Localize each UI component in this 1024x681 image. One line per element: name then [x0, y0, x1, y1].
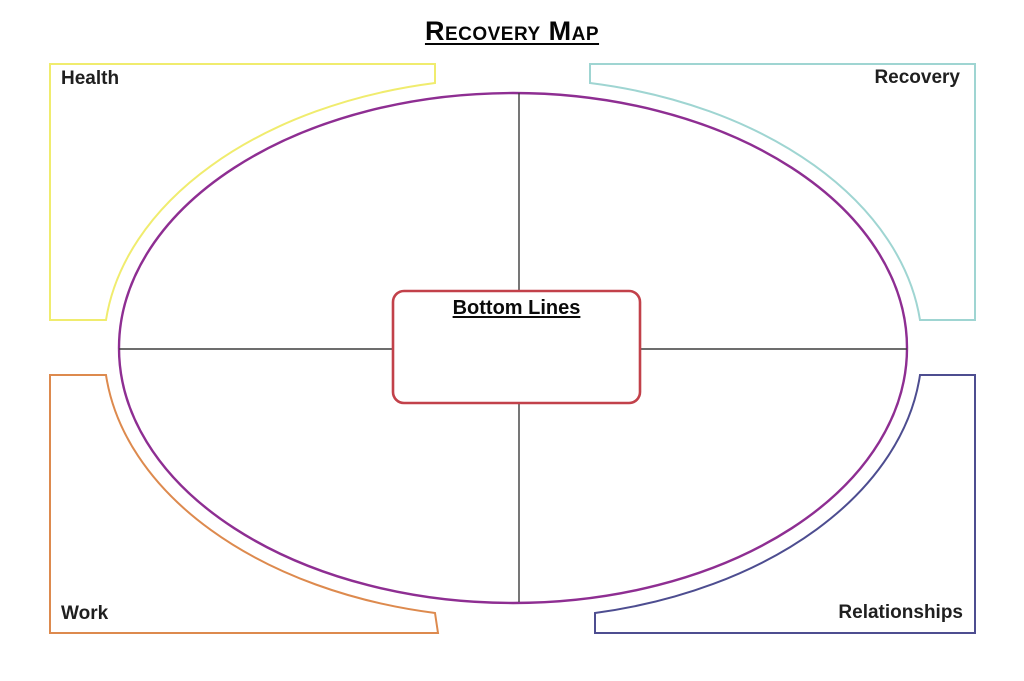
- recovery-label: Recovery: [874, 67, 960, 88]
- bottom-lines-box: [391, 289, 642, 405]
- health-region-outline: [49, 63, 436, 321]
- bottom-lines-label: Bottom Lines: [452, 297, 581, 319]
- map-ellipse: [117, 91, 909, 605]
- work-region-outline: [49, 374, 440, 634]
- page-title: Recovery Map: [424, 16, 600, 46]
- health-label: Health: [61, 68, 120, 89]
- recovery-region-outline: [589, 63, 976, 321]
- relationships-label: Relationships: [838, 602, 963, 623]
- relationships-region-outline: [594, 374, 976, 634]
- work-label: Work: [61, 603, 109, 624]
